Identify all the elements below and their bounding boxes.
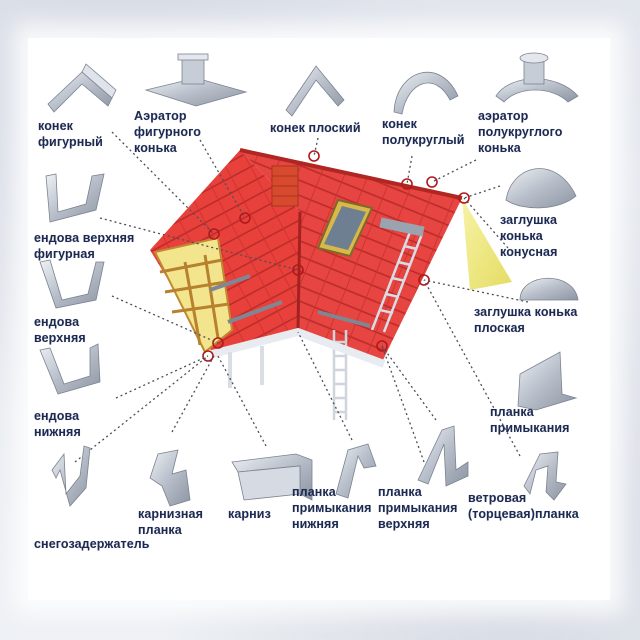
part-konek-polukrugly-icon [393,71,459,115]
part-planka-primykaniya-icon [517,351,578,411]
left-gable-frame [153,236,234,354]
label-konek-polukrugly: конек полукруглый [382,117,465,147]
part-endova-verkhnyaya-icon [39,259,105,309]
label-endova-verkhnyaya-figurnaya: ендова верхняя фигурная [34,231,135,261]
label-aerator-figurnogo: Аэратор фигурного конька [134,109,202,155]
label-snegozaderzhatel: снегозадержатель [34,537,150,551]
roof-ladder [370,231,424,333]
label-konek-figurny: конек фигурный [38,119,103,149]
left-gable-beams [159,254,230,346]
wall-posts [228,346,264,388]
label-vetrovaya-planka: ветровая (торцевая)планка [468,491,579,521]
chimney-bricks [272,175,298,197]
label-endova-verkhnyaya: ендова верхняя [34,315,86,345]
part-aerator-polukruglogo-icon [495,52,579,103]
label-karniznaya-planka: карнизная планка [138,507,203,537]
part-zaglushka-konusnaya-icon [505,168,577,209]
label-planka-primykaniya: планка примыкания [490,405,570,435]
wall-ladder [332,330,348,420]
part-aerator-figurnogo-icon [144,53,248,107]
roof-walkway [379,217,425,237]
part-planka-nizhnyaya-icon [335,443,377,499]
label-zaglushka-konusnaya: заглушка конька конусная [500,213,558,259]
valley-line [296,211,302,331]
part-zaglushka-ploskaya-icon [519,277,579,301]
label-planka-verkhnyaya: планка примыкания верхняя [378,485,458,531]
part-karniz-icon [231,453,313,501]
label-aerator-polukruglogo: аэратор полукруглого конька [478,109,563,155]
label-konek-ploskiy: конек плоский [270,121,361,135]
part-vetrovaya-planka-icon [523,451,567,501]
part-karniznaya-planka-icon [149,449,191,507]
leader-lines [74,131,529,463]
part-endova-figurnaya-icon [45,173,105,223]
label-karniz: карниз [228,507,271,521]
part-konek-figurny-icon [47,63,117,113]
roof [150,148,512,420]
skylight-glass [324,206,366,250]
ridge-line [239,148,463,200]
snow-guards [209,274,371,328]
label-planka-nizhnyaya: планка примыкания нижняя [292,485,372,531]
part-snegozaderzhatel-icon [51,445,91,507]
part-planka-verkhnyaya-icon [417,425,469,487]
right-gable [462,198,512,290]
label-endova-nizhnyaya: ендова нижняя [34,409,81,439]
part-endova-nizhnyaya-icon [39,343,101,395]
markers [202,150,470,362]
label-zaglushka-ploskaya: заглушка конька плоская [474,305,578,335]
part-konek-ploskiy-icon [285,65,345,117]
